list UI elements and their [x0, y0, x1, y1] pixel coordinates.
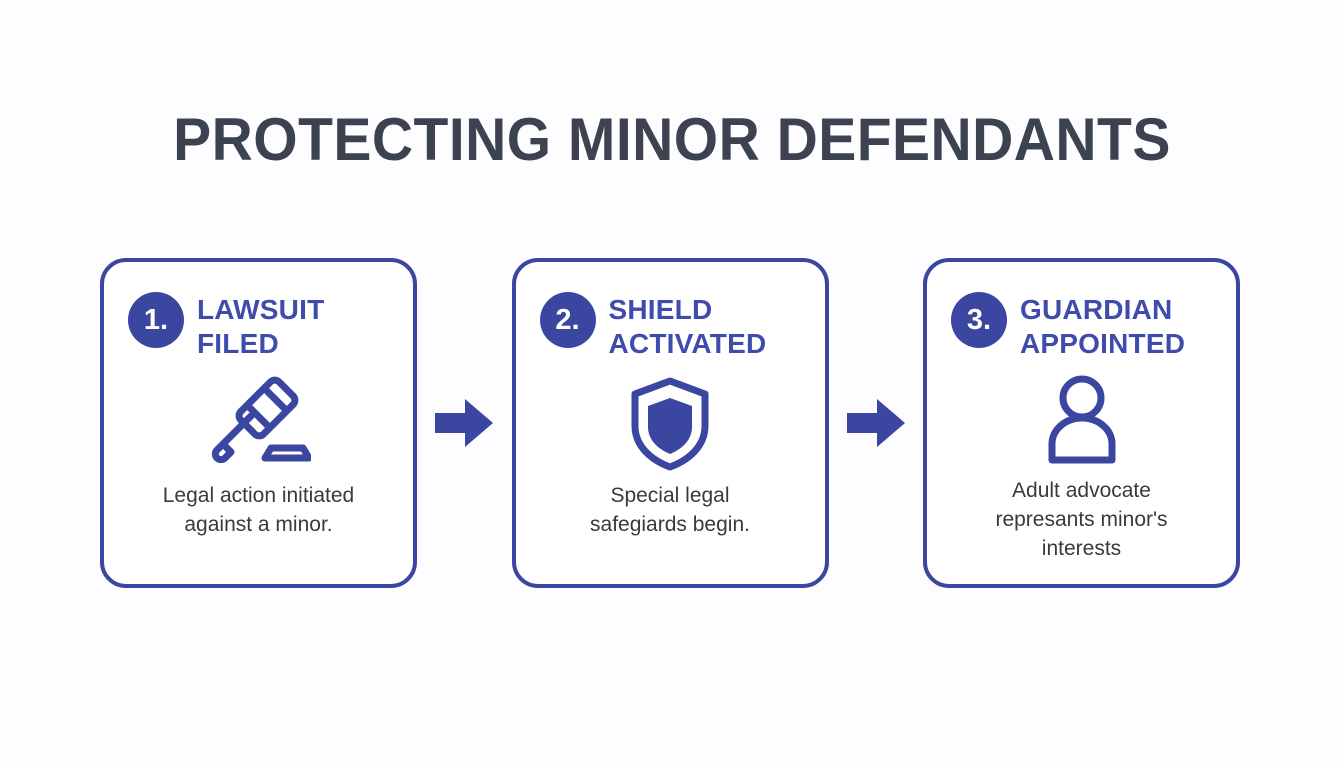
shield-icon — [629, 372, 711, 476]
step-description-2: Special legal safegiards begin. — [590, 484, 750, 536]
step-card-3[interactable]: 3. GUARDIAN APPOINTED Adult advocate rep… — [923, 258, 1240, 588]
arrow-right-icon — [845, 395, 907, 451]
step-header-1: 1. LAWSUIT FILED — [122, 290, 395, 368]
step-card-1[interactable]: 1. LAWSUIT FILED Leg — [100, 258, 417, 588]
step-header-3: 3. GUARDIAN APPOINTED — [945, 290, 1218, 363]
gavel-icon — [207, 372, 311, 476]
process-flow: 1. LAWSUIT FILED Leg — [100, 258, 1240, 588]
person-icon — [1040, 367, 1124, 471]
step-title-3: GUARDIAN APPOINTED — [1020, 294, 1186, 360]
step-title-1: LAWSUIT FILED — [197, 294, 325, 360]
step-title-2: SHIELD ACTIVATED — [608, 294, 767, 360]
step-number-badge-3: 3. — [951, 292, 1007, 348]
step-description-1: Legal action initiated against a minor. — [162, 484, 355, 536]
step-header-2: 2. SHIELD ACTIVATED — [534, 290, 807, 368]
page-title: PROTECTING MINOR DEFENDANTS — [173, 106, 1171, 173]
arrow-right-icon — [433, 395, 495, 451]
step-number-badge-2: 2. — [539, 292, 596, 348]
step-number-badge-1: 1. — [128, 292, 184, 348]
step-card-2[interactable]: 2. SHIELD ACTIVATED Special legal safegi… — [511, 258, 829, 588]
step-description-3: Adult advocate represants minor's intere… — [995, 479, 1168, 561]
